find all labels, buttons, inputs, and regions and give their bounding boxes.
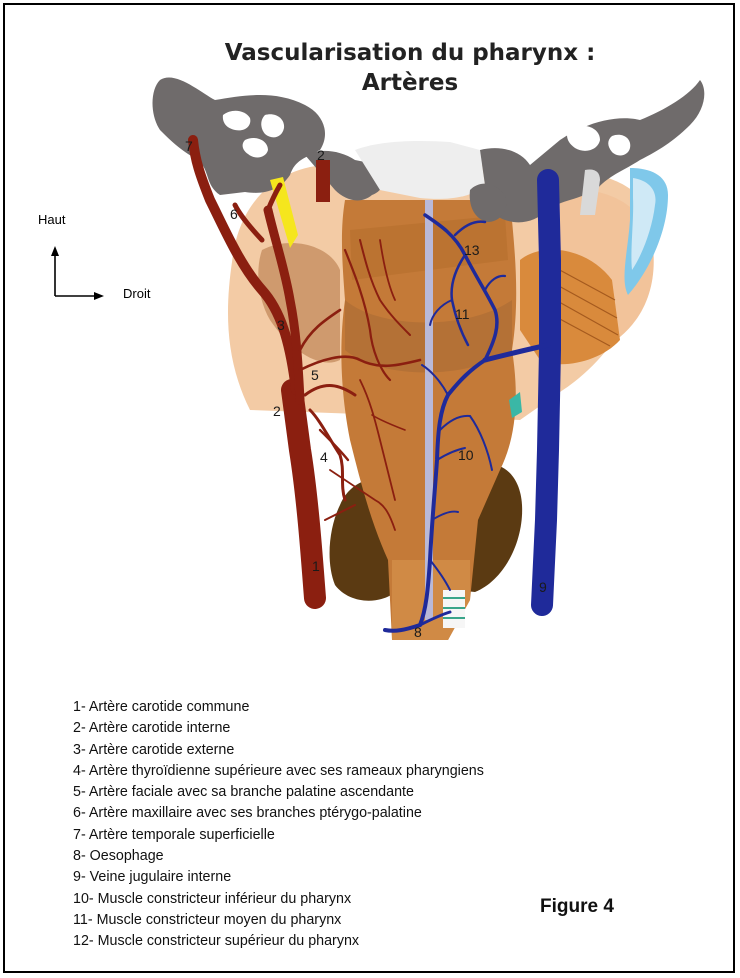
- trachea-rings: [443, 590, 465, 628]
- label-3: 3: [277, 317, 285, 333]
- legend-item: 6- Artère maxillaire avec ses branches p…: [73, 803, 484, 824]
- label-6: 6: [230, 206, 238, 222]
- label-1: 1: [312, 558, 320, 574]
- legend-item: 11- Muscle constricteur moyen du pharynx: [73, 910, 484, 931]
- label-9: 9: [539, 579, 547, 595]
- label-11: 11: [455, 306, 470, 322]
- legend-item: 1- Artère carotide commune: [73, 697, 484, 718]
- legend-item: 12- Muscle constricteur supérieur du pha…: [73, 931, 484, 952]
- legend-list: 1- Artère carotide commune 2- Artère car…: [73, 697, 484, 953]
- legend-item: 8- Oesophage: [73, 846, 484, 867]
- label-10: 10: [458, 447, 474, 463]
- orientation-arrows: [51, 246, 104, 300]
- legend-item: 7- Artère temporale superficielle: [73, 825, 484, 846]
- label-5: 5: [311, 367, 319, 383]
- label-8: 8: [414, 624, 422, 640]
- orientation-up-label: Haut: [38, 212, 65, 227]
- legend-item: 9- Veine jugulaire interne: [73, 867, 484, 888]
- legend-item: 10- Muscle constricteur inférieur du pha…: [73, 889, 484, 910]
- label-2: 2: [273, 403, 281, 419]
- label-4: 4: [320, 449, 328, 465]
- legend-item: 5- Artère faciale avec sa branche palati…: [73, 782, 484, 803]
- legend-item: 3- Artère carotide externe: [73, 740, 484, 761]
- label-7: 7: [185, 138, 193, 154]
- label-2-upper: 2: [317, 147, 325, 163]
- orientation-right-label: Droit: [123, 286, 150, 301]
- legend-item: 2- Artère carotide interne: [73, 718, 484, 739]
- legend-item: 4- Artère thyroïdienne supérieure avec s…: [73, 761, 484, 782]
- label-13: 13: [464, 242, 480, 258]
- internal-carotid-upper: [316, 160, 330, 202]
- figure-label: Figure 4: [540, 896, 614, 918]
